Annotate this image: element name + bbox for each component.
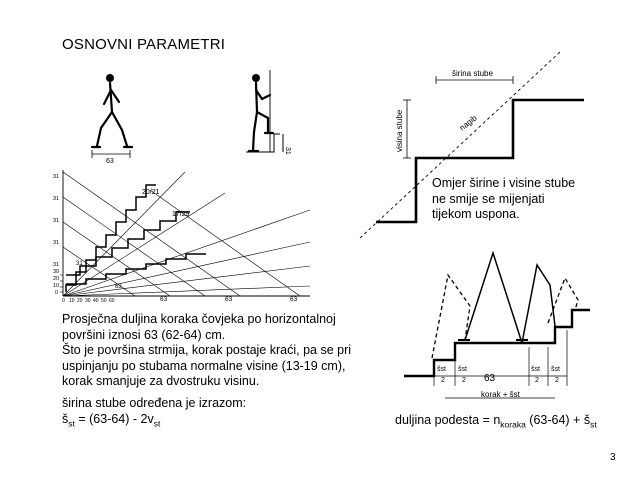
y-tick-label: 30 xyxy=(53,269,59,275)
formula-lhs: š xyxy=(62,411,69,426)
walking-step-labels: šst 2 šst 2 šst 2 šst 2 xyxy=(437,366,560,384)
x-tick-label: 30 xyxy=(85,298,91,304)
width-label: širina stube xyxy=(452,69,493,78)
chart-x-labels: 0 10 20 30 40 50 60 xyxy=(62,298,115,304)
landing-formula-b-sub: st xyxy=(590,419,597,430)
sst-label: šst xyxy=(551,366,560,373)
half-label: 2 xyxy=(535,377,539,384)
half-label: 2 xyxy=(441,377,445,384)
formula-block: širina stube određena je izrazom: šst = … xyxy=(62,396,246,432)
step-block xyxy=(246,133,284,153)
x-tick-label: 60 xyxy=(109,298,115,304)
sst-label: šst xyxy=(531,366,540,373)
step-length-label: 63 xyxy=(106,158,114,165)
y-tick-label: 31 xyxy=(53,218,59,224)
x-tick-label: 40 xyxy=(93,298,99,304)
description-line: površini iznosi 63 (62-64) cm. xyxy=(62,327,226,342)
x-tick-label: 0 xyxy=(62,298,65,304)
x-tick-label: 20 xyxy=(77,298,83,304)
sst-label: šst xyxy=(437,366,446,373)
height-label: visina stube xyxy=(395,109,404,152)
ratio-chart xyxy=(60,170,311,297)
slide-title: OSNOVNI PARAMETRI xyxy=(62,36,226,53)
ratio-note: Omjer širine i visine stube ne smije se … xyxy=(432,176,575,223)
y-tick-label: 10 xyxy=(53,283,59,289)
landing-formula-a-sub: koraka xyxy=(500,419,526,430)
page-number: 3 xyxy=(610,452,616,463)
small-63-label: 63 xyxy=(115,284,122,290)
description-line: Prosječna duljina koraka čovjeka po hori… xyxy=(62,312,336,326)
description-line: korak smanjuje za dvostruku visinu. xyxy=(62,374,260,388)
step-63-label: 63 xyxy=(484,373,496,384)
x-tick-label: 50 xyxy=(101,298,107,304)
step-length-dimension xyxy=(91,150,131,158)
formula-lhs-sub: st xyxy=(68,418,75,428)
note-line: Omjer širine i visine stube xyxy=(432,176,576,190)
y-tick-label: 20 xyxy=(53,276,59,282)
walking-figure xyxy=(90,74,134,149)
note-line: ne smije se mijenjati xyxy=(432,191,545,206)
formula-intro: širina stube određena je izrazom: xyxy=(62,396,247,410)
walking-steps-diagram xyxy=(404,250,590,399)
y-tick-label: 31 xyxy=(53,240,59,246)
chart-bottom-labels: 63 63 63 xyxy=(160,296,298,303)
landing-formula-a: duljina podesta = n xyxy=(395,413,501,427)
note-line: tijekom uspona. xyxy=(432,207,520,221)
chart-y-labels: 31 31 31 31 31 30 20 10 0 xyxy=(53,174,59,296)
description-line: uspinjanju po stubama normalne visine (1… xyxy=(62,358,346,373)
small-31-label: 31 xyxy=(76,261,83,267)
korak-label: korak + šst xyxy=(481,390,521,399)
formula-expression: šst = (63-64) - 2vst xyxy=(62,412,246,432)
half-label: 2 xyxy=(555,377,559,384)
x-bottom-label: 63 xyxy=(225,296,233,303)
formula-mid-sub: st xyxy=(153,418,161,428)
description-text: Prosječna duljina koraka čovjeka po hori… xyxy=(62,312,351,390)
y-tick-label: 31 xyxy=(53,262,59,268)
ratio-label-17-29: 17/29 xyxy=(172,211,190,218)
x-tick-label: 10 xyxy=(69,298,75,304)
climbing-figure xyxy=(247,74,275,153)
x-bottom-label: 63 xyxy=(160,296,168,303)
y-tick-label: 31 xyxy=(53,196,59,202)
y-tick-label: 0 xyxy=(55,290,58,296)
sst-label: šst xyxy=(458,366,467,373)
formula-mid: = (63-64) - 2v xyxy=(74,411,154,426)
riser-label: 31 xyxy=(284,147,291,155)
landing-formula-b: (63-64) + š xyxy=(525,413,591,427)
y-tick-label: 31 xyxy=(53,174,59,180)
landing-formula: duljina podesta = nkoraka (63-64) + šst xyxy=(395,413,597,430)
description-line: Što je površina strmija, korak postaje k… xyxy=(62,343,352,357)
stair-profile xyxy=(359,51,584,239)
x-bottom-label: 63 xyxy=(290,296,298,303)
ratio-label-20-21: 20/21 xyxy=(142,189,160,196)
half-label: 2 xyxy=(462,377,466,384)
